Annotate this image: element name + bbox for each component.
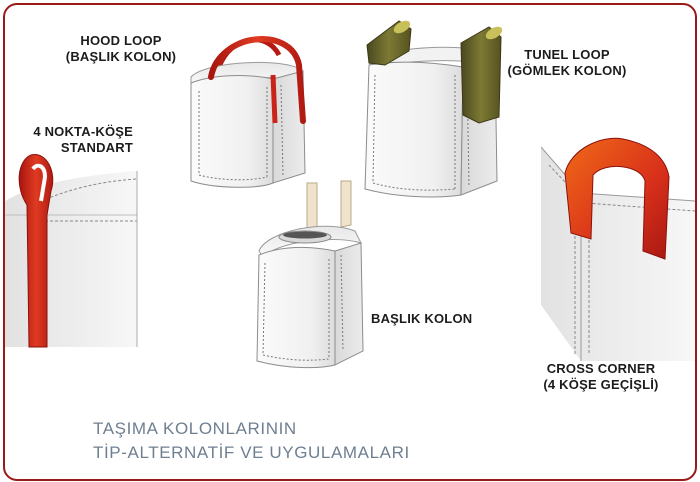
hood-loop-label: HOOD LOOP (BAŞLIK KOLON) — [61, 33, 181, 65]
cross-corner-label-line2: (4 KÖŞE GEÇİŞLİ) — [543, 377, 659, 392]
cross-corner-detail-icon — [540, 137, 695, 361]
tunel-loop-label-line2: (GÖMLEK KOLON) — [507, 63, 627, 78]
caption-line1: TAŞIMA KOLONLARININ — [93, 419, 297, 438]
tunel-loop-label: TUNEL LOOP (GÖMLEK KOLON) — [499, 47, 635, 79]
four-point-label-line2: STANDART — [60, 140, 133, 155]
baslik-kolon-label: BAŞLIK KOLON — [371, 311, 473, 326]
four-point-label: 4 NOKTA-KÖŞE STANDART — [15, 124, 133, 156]
corner-loop-detail-icon — [5, 154, 138, 348]
tunnel-loop-bag-icon — [364, 20, 503, 198]
hood-loop-label-line1: HOOD LOOP — [80, 33, 162, 48]
cross-corner-label-line1: CROSS CORNER — [546, 361, 656, 376]
tunel-loop-label-line1: TUNEL LOOP — [524, 47, 610, 62]
diagram-frame: HOOD LOOP (BAŞLIK KOLON) TUNEL LOOP (GÖM… — [3, 3, 697, 481]
illustrations — [5, 20, 695, 369]
four-point-label-line1: 4 NOKTA-KÖŞE — [33, 124, 133, 139]
hood-loop-label-line2: (BAŞLIK KOLON) — [65, 49, 177, 64]
baslik-kolon-bag-icon — [256, 180, 364, 369]
cross-corner-label: CROSS CORNER (4 KÖŞE GEÇİŞLİ) — [541, 361, 661, 393]
caption: TAŞIMA KOLONLARININ TİP-ALTERNATİF VE UY… — [93, 417, 410, 465]
caption-line2: TİP-ALTERNATİF VE UYGULAMALARI — [93, 443, 410, 462]
hood-loop-bag-icon — [190, 36, 306, 188]
